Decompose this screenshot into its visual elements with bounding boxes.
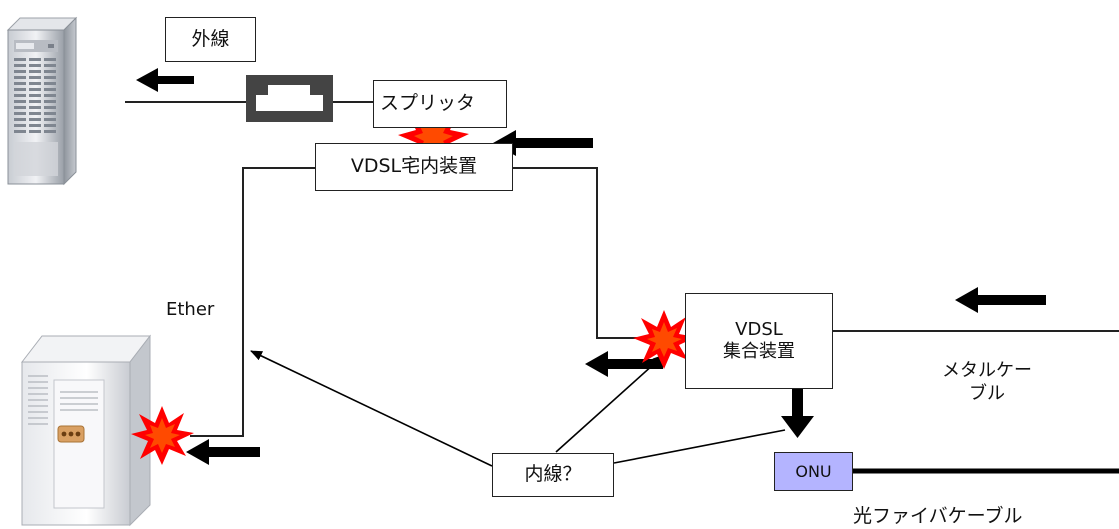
vdsl-home-unit-label: VDSL宅内装置 (350, 155, 478, 178)
block-arrow-icon (136, 68, 194, 92)
explosion-burst-icon (131, 406, 194, 465)
block-arrow-icon (955, 287, 1046, 313)
server-tower-icon (6, 16, 78, 186)
outer-line-label: 外線 (165, 17, 256, 62)
block-arrow-icon (781, 383, 814, 438)
explosion-burst-icon (633, 310, 696, 369)
inner-wire-to-onu-line (613, 429, 786, 464)
vdsl-collective-unit-box: VDSL 集合装置 (685, 293, 833, 389)
onu-box: ONU (774, 452, 853, 491)
connection-lines (125, 101, 1119, 467)
block-arrow-icon (186, 439, 260, 465)
metal-cable-label: メタルケー ブル (917, 359, 1057, 406)
block-arrow-icon (493, 130, 593, 156)
ether-wire (190, 167, 315, 437)
vdsl-collective-line1: VDSL (735, 318, 783, 340)
metal-cable-line2: ブル (969, 383, 1005, 405)
server-white-icon (20, 334, 152, 527)
fiber-cable-label: 光ファイバケーブル (853, 505, 1023, 527)
vdsl-home-unit-box: VDSL宅内装置 (315, 143, 513, 191)
vdsl-collective-line2: 集合装置 (723, 341, 795, 362)
modular-jack-icon (246, 75, 333, 122)
ether-label: Ether (166, 299, 215, 320)
inner-wire-to-collective (555, 354, 665, 453)
block-arrow-icon (585, 351, 663, 377)
splitter-box: スプリッタ (373, 80, 507, 128)
inner-wire-to-ether (250, 350, 493, 467)
vdsl-home-to-collective-wire (513, 167, 685, 339)
metal-cable-line1: メタルケー (942, 360, 1032, 381)
inner-wire-box: 内線？ (492, 453, 614, 497)
block-arrows (136, 68, 1046, 465)
